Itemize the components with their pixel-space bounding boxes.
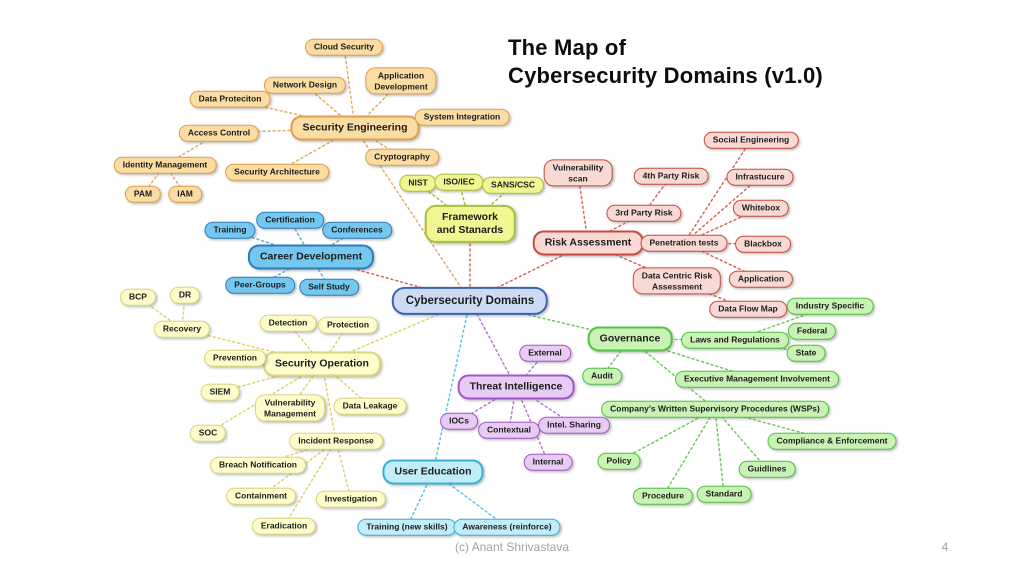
edge-center-security-engineering: [354, 127, 471, 302]
node-iam: IAM: [168, 185, 202, 203]
node-wsps: Company's Written Supervisory Procedures…: [601, 400, 829, 418]
node-guidlines: Guidlines: [738, 460, 796, 478]
node-iso-iec: ISO/IEC: [434, 173, 484, 191]
node-application-development: Application Development: [365, 67, 437, 95]
edge-incident-response-eradication: [283, 440, 337, 527]
node-audit: Audit: [582, 367, 622, 385]
node-conferences: Conferences: [322, 221, 392, 239]
node-application: Application: [728, 270, 794, 288]
node-social-engineering: Social Engineering: [703, 131, 799, 149]
node-data-proteciton: Data Proteciton: [189, 90, 271, 108]
node-certification: Certification: [256, 211, 324, 229]
node-internal: Internal: [523, 453, 573, 471]
page-title: The Map of Cybersecurity Domains (v1.0): [508, 34, 823, 90]
node-risk-assessment: Risk Assessment: [532, 230, 644, 256]
node-penetration-tests: Penetration tests: [640, 234, 728, 252]
node-whitebox: Whitebox: [732, 199, 790, 217]
node-state: State: [786, 344, 826, 362]
edge-center-threat-intelligence: [469, 300, 517, 388]
edge-incident-response-investigation: [335, 440, 352, 500]
node-laws-and-regulations: Laws and Regulations: [681, 331, 789, 349]
node-iocs: IOCs: [440, 412, 478, 430]
node-investigation: Investigation: [315, 490, 387, 508]
node-bcp: BCP: [120, 288, 156, 306]
node-security-architecture: Security Architecture: [225, 163, 329, 181]
node-contextual: Contextual: [478, 421, 540, 439]
node-data-flow-map: Data Flow Map: [709, 300, 787, 318]
node-network-design: Network Design: [263, 76, 347, 94]
node-incident-response: Incident Response: [289, 432, 383, 450]
node-vulnerability-scan: Vulnerability scan: [543, 159, 613, 187]
node-training-new-skills: Training (new skills): [357, 518, 457, 536]
node-vulnerability-management: Vulnerability Management: [255, 394, 325, 422]
node-fourth-party-risk: 4th Party Risk: [633, 167, 709, 185]
footer-credit: (c) Anant Shrivastava: [454, 540, 570, 554]
node-siem: SIEM: [200, 383, 240, 401]
node-threat-intelligence: Threat Intelligence: [457, 374, 575, 400]
edge-security-engineering-cloud-security: [343, 46, 356, 129]
node-third-party-risk: 3rd Party Risk: [606, 204, 682, 222]
node-access-control: Access Control: [178, 124, 260, 142]
edge-security-operation-incident-response: [321, 363, 337, 442]
page-title-line1: The Map of: [508, 35, 627, 60]
edge-wsps-guidlines: [714, 408, 768, 470]
node-blackbox: Blackbox: [735, 235, 791, 253]
node-peer-groups: Peer-Groups: [225, 276, 295, 294]
edge-center-user-education: [432, 300, 471, 473]
node-user-education: User Education: [382, 459, 484, 485]
node-center: Cybersecurity Domains: [391, 286, 549, 316]
node-intel-sharing: Intel. Sharing: [538, 416, 610, 434]
edge-wsps-policy: [618, 408, 716, 462]
edge-wsps-procedure: [662, 408, 716, 497]
edge-penetration-tests-social-engineering: [683, 139, 752, 244]
node-prevention: Prevention: [204, 349, 266, 367]
node-data-centric-risk-assessment: Data Centric Risk Assessment: [632, 267, 722, 295]
edge-incident-response-breach-notification: [257, 440, 337, 466]
node-data-leakage: Data Leakage: [333, 397, 407, 415]
node-system-integration: System Integration: [414, 108, 510, 126]
node-dr: DR: [169, 286, 201, 304]
node-cryptography: Cryptography: [365, 148, 439, 166]
node-procedure: Procedure: [632, 487, 694, 505]
node-framework: Framework and Stanards: [424, 204, 516, 244]
node-security-operation: Security Operation: [263, 351, 381, 377]
node-governance: Governance: [587, 326, 673, 352]
edge-governance-wsps: [629, 338, 716, 410]
page-title-line2: Cybersecurity Domains (v1.0): [508, 63, 823, 88]
node-compliance-enforcement: Compliance & Enforcement: [767, 432, 897, 450]
node-federal: Federal: [787, 322, 837, 340]
node-industry-specific: Industry Specific: [786, 297, 874, 315]
node-identity-management: Identity Management: [113, 156, 217, 174]
page-number: 4: [941, 540, 949, 554]
edge-penetration-tests-infrastucure: [683, 176, 761, 244]
node-containment: Containment: [226, 487, 296, 505]
node-pam: PAM: [124, 185, 162, 203]
node-self-study: Self Study: [299, 278, 359, 296]
node-breach-notification: Breach Notification: [210, 456, 306, 474]
node-soc: SOC: [189, 424, 227, 442]
node-recovery: Recovery: [153, 320, 211, 338]
node-protection: Protection: [317, 316, 379, 334]
node-policy: Policy: [597, 452, 641, 470]
node-career-development: Career Development: [247, 244, 375, 270]
node-eradication: Eradication: [251, 517, 317, 535]
node-sans-csc: SANS/CSC: [482, 176, 544, 194]
node-executive-management-involvement: Executive Management Involvement: [675, 370, 839, 388]
node-nist: NIST: [399, 174, 437, 192]
node-security-engineering: Security Engineering: [290, 115, 420, 141]
node-awareness-reinforce: Awareness (reinforce): [453, 518, 561, 536]
edge-wsps-standard: [714, 408, 725, 495]
node-training: Training: [204, 221, 256, 239]
node-detection: Detection: [259, 314, 317, 332]
node-standard: Standard: [696, 485, 752, 503]
node-external: External: [519, 344, 571, 362]
node-infrastucure: Infrastucure: [726, 168, 794, 186]
node-cloud-security: Cloud Security: [305, 38, 383, 56]
